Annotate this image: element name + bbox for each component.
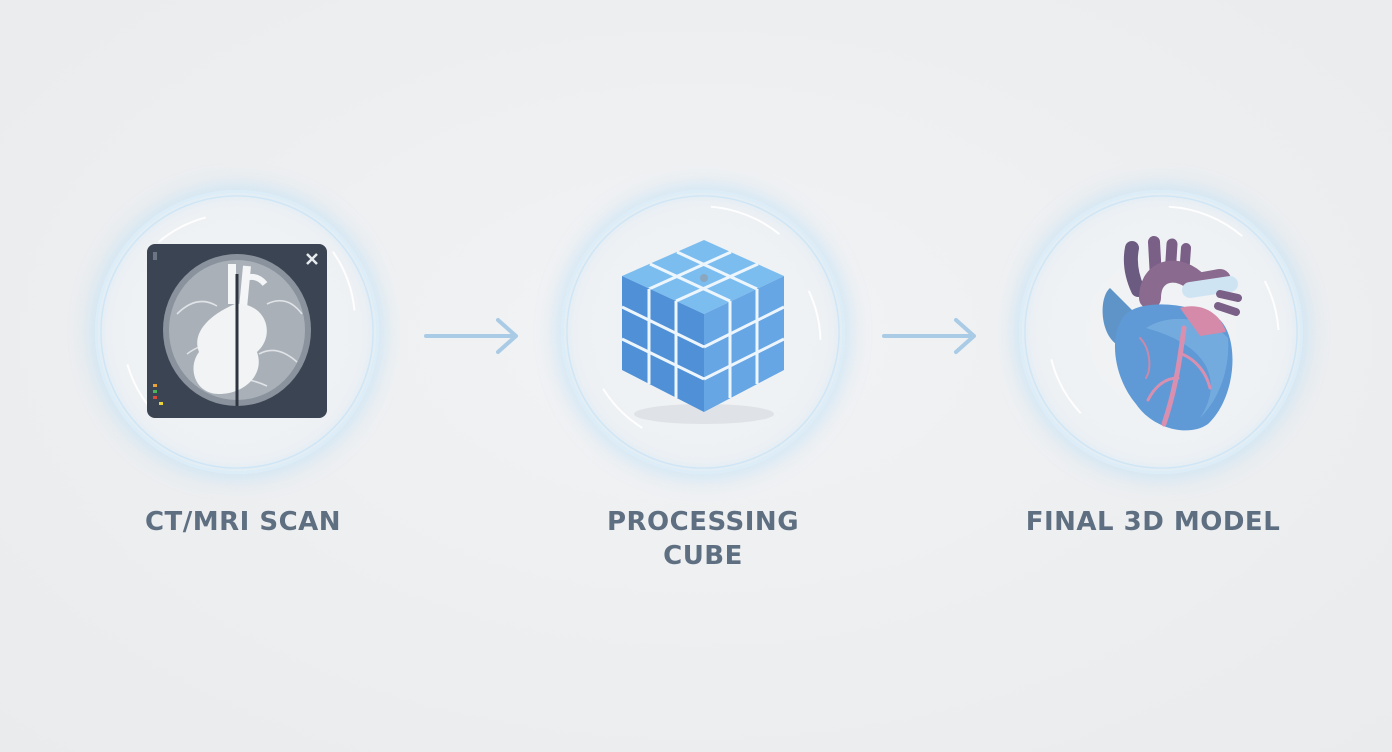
step-label-line: CT/MRI SCAN (144, 507, 342, 537)
ct-scan-icon (147, 244, 327, 418)
ring-arcs-decoration (566, 195, 840, 469)
ring-arcs-decoration (100, 195, 374, 469)
step-label-line: PROCESSING (606, 507, 800, 537)
ring-arcs-decoration (1024, 195, 1298, 469)
arrow-right-icon (882, 318, 976, 354)
arrow-right-icon (424, 318, 518, 354)
step-label-scan: CT/MRI SCAN (87, 505, 399, 539)
step-label-line: CUBE (663, 541, 743, 571)
heart-model-icon (1102, 236, 1242, 431)
step-label-line: FINAL 3D MODEL (1025, 507, 1281, 537)
processing-cube-icon (621, 240, 785, 424)
cube-ring (561, 190, 845, 474)
step-label-processing: PROCESSING CUBE (553, 505, 853, 573)
step-label-final-model: FINAL 3D MODEL (1003, 505, 1303, 539)
